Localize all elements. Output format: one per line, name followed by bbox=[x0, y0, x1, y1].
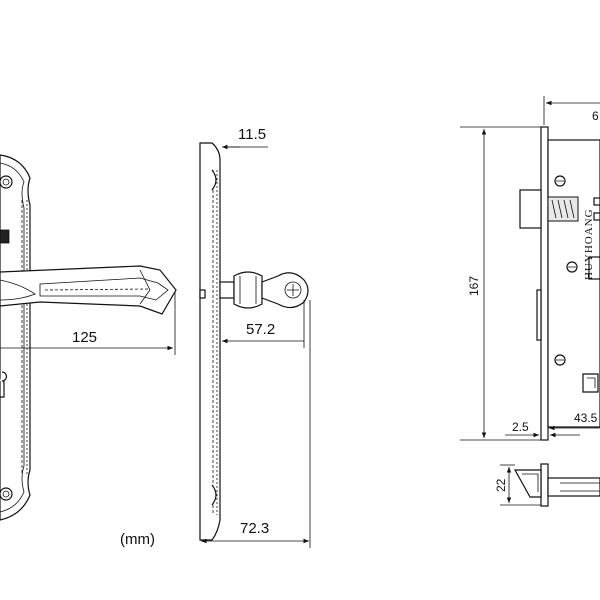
handle-neck bbox=[233, 271, 263, 309]
faceplate bbox=[540, 126, 549, 441]
front-view bbox=[0, 154, 177, 521]
dim-label-167: 167 bbox=[467, 276, 481, 296]
strike-detail: 22 bbox=[494, 463, 600, 507]
units-label: (mm) bbox=[120, 531, 155, 548]
dimension-backset: 43.5 bbox=[549, 411, 600, 431]
backplate-outline bbox=[0, 154, 31, 521]
dim-label-2-5: 2.5 bbox=[512, 420, 529, 434]
dim-label-22: 22 bbox=[494, 478, 508, 492]
lock-body-view: HUYHOANG bbox=[519, 126, 600, 441]
keyhole bbox=[0, 371, 8, 398]
dimension-lever-length: 125 bbox=[0, 292, 176, 355]
side-view bbox=[199, 142, 309, 541]
latch-bolt bbox=[519, 189, 542, 229]
dim-label-43-5: 43.5 bbox=[574, 411, 598, 425]
dim-label-57-2: 57.2 bbox=[246, 321, 275, 338]
dim-label-11-5: 11.5 bbox=[238, 126, 266, 143]
lever-handle bbox=[0, 265, 177, 315]
dimension-lock-width: 6 bbox=[543, 96, 600, 125]
dimension-handle-projection: 57.2 bbox=[222, 300, 305, 348]
dimension-total-depth: 72.3 bbox=[201, 300, 311, 548]
dim-label-6: 6 bbox=[592, 109, 599, 123]
dimension-lock-height: 167 bbox=[460, 126, 541, 441]
dim-label-125: 125 bbox=[72, 329, 97, 346]
dimension-plate-thickness: 11.5 bbox=[222, 126, 268, 150]
latch-profile bbox=[513, 469, 542, 498]
side-plate-profile bbox=[199, 142, 221, 541]
dimension-faceplate-thickness: 2.5 bbox=[505, 420, 580, 438]
brand-text: HUYHOANG bbox=[583, 208, 595, 280]
dim-label-72-3: 72.3 bbox=[240, 520, 269, 537]
